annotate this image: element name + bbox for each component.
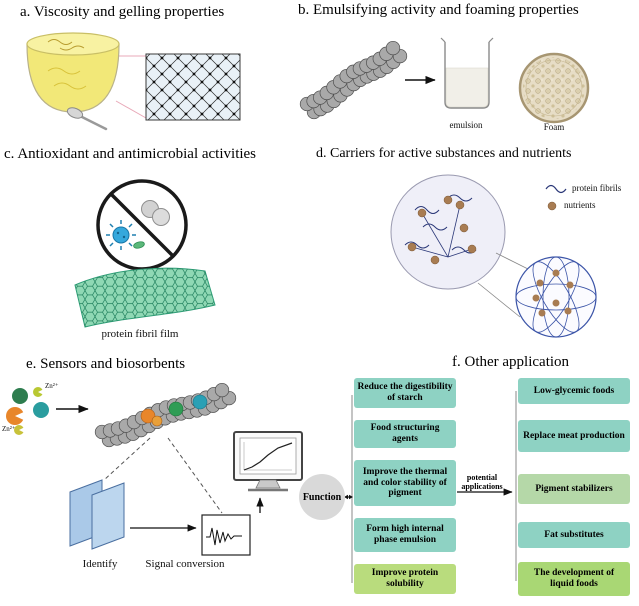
nutrient-dot [564,307,572,315]
nutrient-dot [430,255,440,265]
flow-box-left-2: Food structuring agents [354,420,456,448]
fibril-sphere [385,40,401,56]
flow-box-right-5: The development of liquid foods [518,562,630,596]
panel-e-graphic [6,382,303,556]
flow-box-left-5: Improve protein solubility [354,564,456,594]
legend-fibrils-label: protein fibrils [572,183,622,193]
ion-label-bottom: Zn²⁺ [2,425,16,433]
nutrient-dot [552,269,560,277]
fibril-film-icon [74,267,216,328]
panel-f-title: f. Other application [452,354,570,370]
nutrient-dot [467,244,477,254]
signal-conversion-label: Signal conversion [145,558,225,570]
emulsion-label: emulsion [449,120,483,130]
microbe-icon [106,220,136,250]
bound-ions-icon [140,394,208,427]
panel-c: c. Antioxidant and antimicrobial activit… [0,145,290,355]
nutrient-dot [552,299,560,307]
nutrient-dot [566,281,574,289]
panel-c-title: c. Antioxidant and antimicrobial activit… [4,146,257,162]
green-microbe-icon [133,241,145,249]
flow-box-right-1: Low-glycemic foods [518,378,630,404]
ion-label-top: Zn²⁺ [45,382,59,390]
spoon-icon [66,107,108,131]
metal-ions-icon [6,387,49,435]
dashed-line [167,437,223,514]
nutrient-dot [536,279,544,287]
flow-box-left-3: Improve the thermal and color stability … [354,460,456,506]
nutrient-dot [417,208,427,218]
signal-waveform-icon [201,514,251,556]
film-caption: protein fibril film [101,328,179,340]
legend-dot-icon [547,201,557,211]
panel-d: d. Carriers for active substances and nu… [310,145,639,355]
nutrient-dot [407,242,417,252]
wireframe-sphere-icon [515,256,597,338]
magnify-link-line [115,100,147,119]
dashed-line [103,437,151,481]
panel-b-title: b. Emulsifying activity and foaming prop… [298,2,579,18]
flow-box-right-4: Fat substitutes [518,522,630,548]
emulsion-beaker-icon [440,37,494,109]
foam-dish-icon [518,52,590,124]
nutrient-dot [532,294,540,302]
panel-a: a. Viscosity and gelling properties [0,0,290,145]
potential-applications-label: potential applications [461,473,503,491]
panel-a-graphic [26,32,241,131]
electrode-plates-icon [69,479,125,550]
fibril-rod-icon [306,48,408,120]
nutrient-dot [443,195,453,205]
panel-e: e. Sensors and biosorbents [0,352,320,602]
panel-d-title: d. Carriers for active substances and nu… [316,146,572,161]
panel-b-graphic [299,37,590,124]
function-node: Function [299,474,345,520]
flow-box-left-4: Form high internal phase emulsion [354,518,456,552]
monitor-icon [233,431,303,492]
panel-a-title: a. Viscosity and gelling properties [20,4,225,20]
panel-b: b. Emulsifying activity and foaming prop… [295,0,639,145]
nutrient-dot [459,223,469,233]
zoom-link-line [495,252,529,270]
panel-d-graphic [390,174,597,338]
mesh-network-icon [145,53,241,121]
zoom-link-line [477,282,521,318]
panel-c-graphic [74,179,216,328]
legend-nutrients-label: nutrients [564,200,596,210]
flow-box-right-2: Replace meat production [518,420,630,452]
panel-f-connectors [344,391,517,583]
panel-f: f. Other application Function potential … [290,352,639,606]
nutrient-dot [455,200,465,210]
beaker-icon [26,32,120,113]
legend-squiggle-icon [545,184,567,194]
identify-label: Identify [82,558,118,570]
fibril-sphere [214,382,230,398]
flow-box-right-3: Pigment stabilizers [518,474,630,504]
panel-e-title: e. Sensors and biosorbents [26,356,186,372]
flow-box-left-1: Reduce the digestibility of starch [354,378,456,408]
nutrient-dot [538,309,546,317]
fibril-rod-icon [299,40,401,112]
foam-label: Foam [543,122,565,132]
double-arrow-icon [344,494,353,500]
silver-spheres-icon [141,200,170,226]
carrier-circle-icon [390,174,506,290]
